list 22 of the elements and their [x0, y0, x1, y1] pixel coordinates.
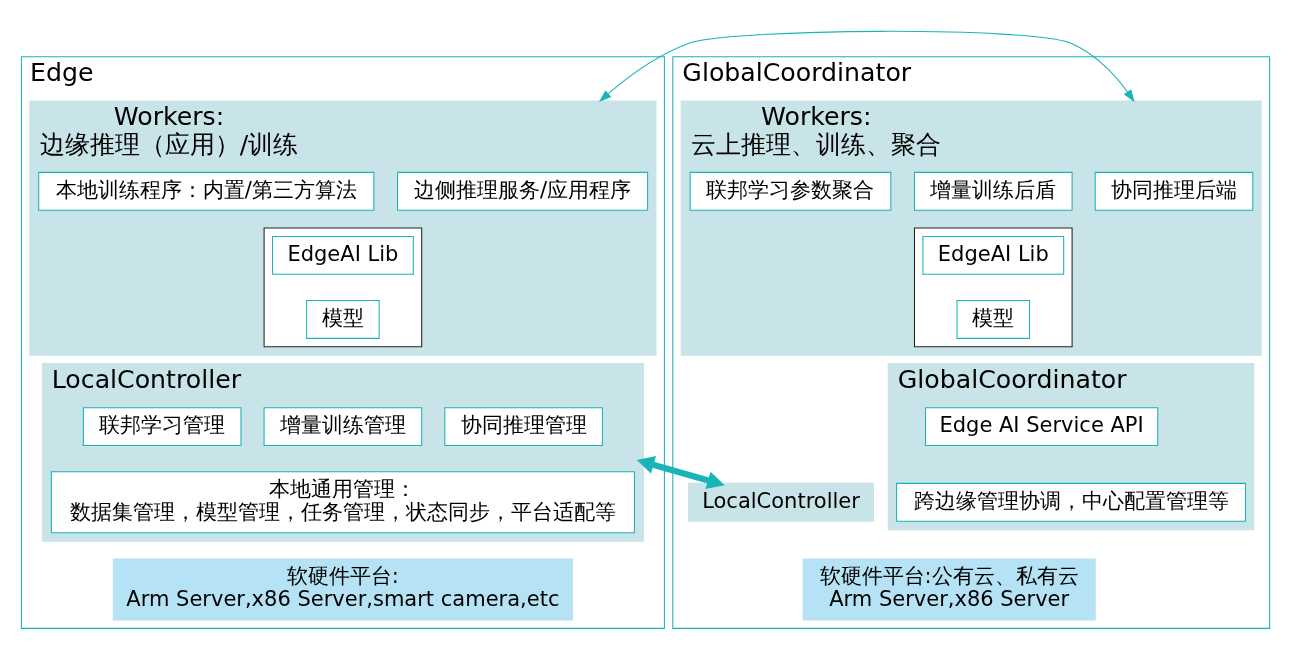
node-box: 本地训练程序：内置/第三方算法	[38, 171, 375, 211]
node-box: 本地通用管理： 数据集管理，模型管理，任务管理，状态同步，平台适配等	[50, 470, 635, 533]
node-box: 软硬件平台: Arm Server,x86 Server,smart camera,etc	[112, 558, 573, 620]
cluster	[913, 227, 1073, 347]
node-box: EdgeAI Lib	[922, 235, 1065, 275]
node-box: 联邦学习管理	[82, 406, 242, 446]
cluster	[263, 227, 423, 347]
node-box: 增量训练后盾	[913, 171, 1073, 211]
node-box: Edge AI Service API	[925, 406, 1159, 446]
arrow	[599, 30, 1135, 102]
node-box: 增量训练管理	[263, 406, 423, 446]
node-box: 联邦学习参数聚合	[689, 171, 892, 211]
node-box: 模型	[956, 299, 1031, 339]
node-box: EdgeAI Lib	[271, 235, 414, 275]
node-box: 软硬件平台:公有云、私有云 Arm Server,x86 Server	[802, 558, 1096, 620]
node-box: 协同推理后端	[1094, 171, 1254, 211]
arrow	[636, 455, 725, 489]
node-box: LocalController	[688, 482, 875, 522]
node-box: 模型	[306, 299, 380, 339]
node-box: 边侧推理服务/应用程序	[397, 171, 649, 211]
node-box: 跨边缘管理协调，中心配置管理等	[896, 482, 1246, 522]
node-box: 协同推理管理	[444, 406, 603, 446]
